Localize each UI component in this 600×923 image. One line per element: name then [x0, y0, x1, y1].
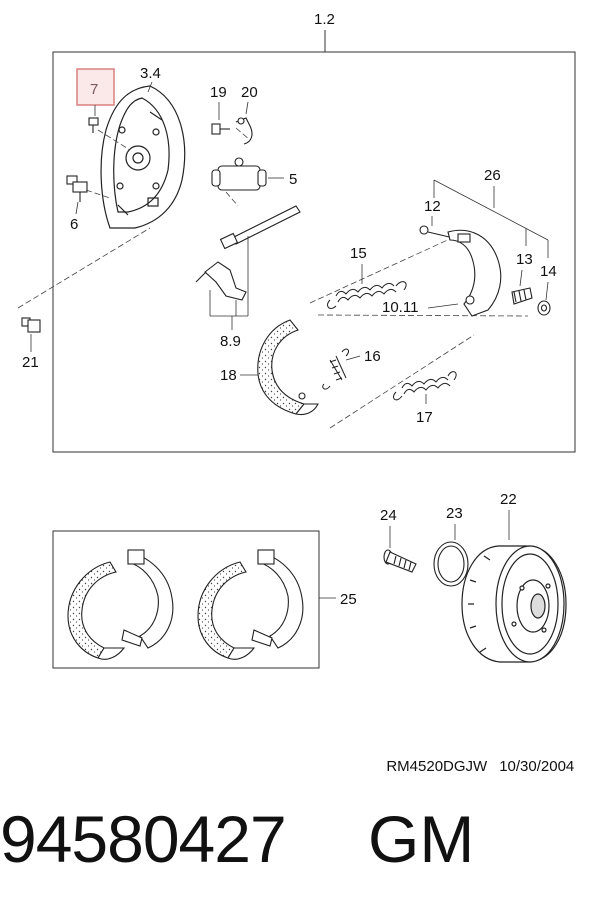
cup-14-drawing: [537, 300, 551, 316]
adjuster-rod-drawing: [219, 205, 301, 250]
label-spring-13: 13: [516, 251, 533, 268]
shoe-kit-frame: [52, 530, 320, 669]
label-spring-17: 17: [416, 409, 433, 426]
drawing-reference: RM4520DGJW 10/30/2004: [378, 741, 586, 775]
spring-15-drawing: [327, 281, 407, 309]
label-stud-24: 24: [380, 507, 397, 524]
label-bolt-21: 21: [22, 354, 39, 371]
bolt-21-drawing: [21, 317, 41, 333]
label-clip-20: 20: [241, 84, 258, 101]
leader-cup-14: [545, 281, 549, 301]
label-pin-12: 12: [424, 198, 441, 215]
reference-date: 10/30/2004: [499, 758, 575, 775]
wheel-cylinder-drawing: [211, 157, 267, 191]
leader-bolt-6: [75, 201, 79, 215]
label-shoe-kit: 25: [340, 591, 357, 608]
spring-13-drawing: [511, 287, 533, 305]
label-spring-15: 15: [350, 245, 367, 262]
spring-16-drawing: [322, 348, 349, 390]
label-wheel-cylinder: 5: [289, 171, 297, 188]
leader-adjuster-kit: [433, 179, 549, 258]
label-cup-14: 14: [540, 263, 557, 280]
label-bolt-19: 19: [210, 84, 227, 101]
shoe-kit-right-drawing: [197, 549, 304, 660]
label-bolt-6: 6: [70, 216, 78, 233]
assembly-frame: [52, 30, 576, 453]
label-shoe-10-11: 10.11: [382, 299, 418, 316]
ring-23-drawing: [433, 541, 469, 587]
label-highlighted-part: 7: [90, 81, 98, 98]
highlight-box-part-7: [76, 68, 115, 106]
part-number: 94580427: [0, 802, 287, 876]
shoe-10-11-drawing: [447, 229, 502, 317]
label-drum-22: 22: [500, 491, 517, 508]
leader-spring-16: [345, 355, 361, 361]
label-backing-plate: 3.4: [140, 65, 161, 82]
label-assembly: 1.2: [314, 11, 335, 28]
reference-code: RM4520DGJW: [386, 758, 488, 775]
brake-drum-drawing: [461, 545, 567, 663]
shoe-kit-left-drawing: [67, 549, 174, 660]
label-adjuster-kit: 26: [484, 167, 501, 184]
lever-drawing: [195, 261, 247, 301]
label-spring-16: 16: [364, 348, 381, 365]
leader-lever: [209, 236, 249, 330]
label-ring-23: 23: [446, 505, 463, 522]
brand-name: GM: [368, 802, 475, 876]
bolt-6-drawing: [66, 175, 88, 202]
shoe-18-drawing: [257, 319, 319, 416]
clip-20-drawing: [235, 117, 253, 145]
label-lever: 8.9: [220, 333, 241, 350]
leader-shoe-10-11: [427, 303, 459, 309]
label-shoe-18: 18: [220, 367, 237, 384]
leader-backing-plate: [147, 81, 153, 93]
leader-spring-13: [519, 269, 523, 287]
dashed-guide-lines: [17, 127, 529, 429]
screw-7-drawing: [88, 117, 99, 133]
backing-plate-drawing: [100, 85, 186, 229]
spring-17-drawing: [393, 371, 457, 401]
leader-clip-20: [245, 101, 249, 115]
stud-24-drawing: [383, 549, 417, 573]
bolt-19-drawing: [211, 123, 230, 135]
